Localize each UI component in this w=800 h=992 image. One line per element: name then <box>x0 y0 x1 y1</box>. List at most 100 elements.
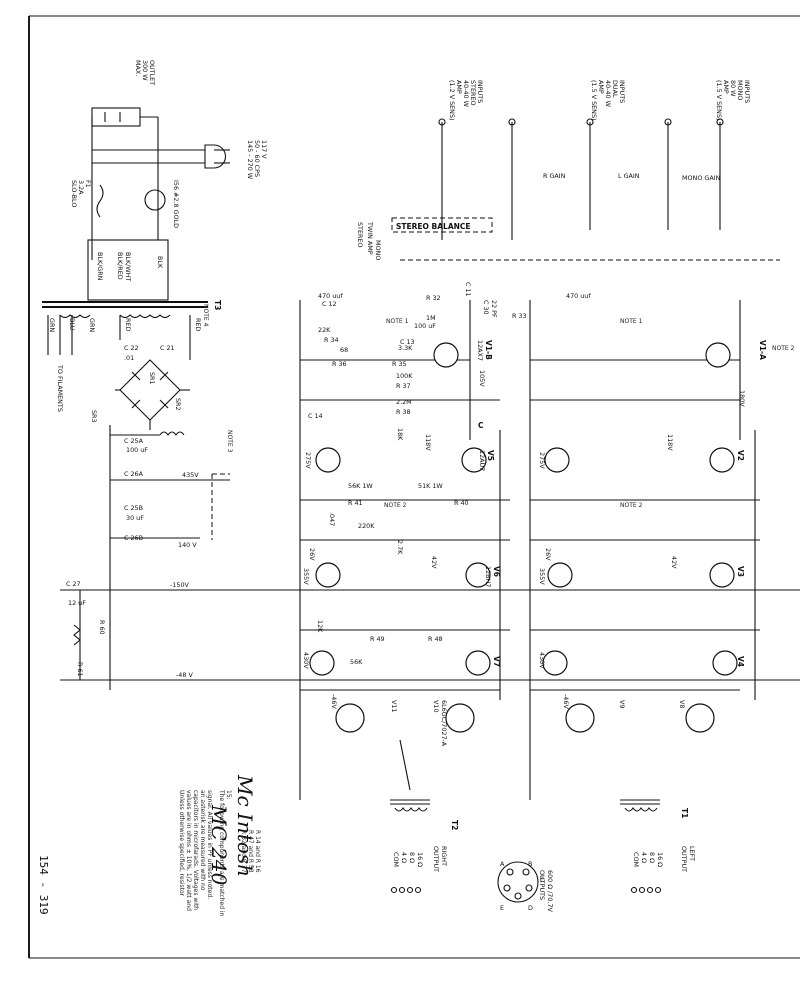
svg-text:40-40 W: 40-40 W <box>604 80 612 108</box>
cap-12uf: 12 uF <box>68 599 86 607</box>
handwritten-title-line2: MC 240 <box>207 804 231 886</box>
svg-text:8 Ω: 8 Ω <box>408 852 416 863</box>
v-355-right: 355V <box>302 568 310 585</box>
labels: 154 - 319 Mc Intosh MC 240 INPUTS STEREO… <box>37 60 795 917</box>
val-18k: 18K <box>396 428 404 441</box>
page-number: 154 - 319 <box>37 855 50 915</box>
r61: R 61 <box>76 662 84 677</box>
rectifier-sr1: SR1 <box>148 372 156 385</box>
power-input-section <box>87 107 230 301</box>
cap-30uf: 30 uF <box>126 514 144 522</box>
v-26-right: 26V <box>308 548 316 561</box>
filter-chain <box>60 425 800 690</box>
r40: R 40 <box>454 499 469 507</box>
tube-v10: V10 <box>432 700 440 713</box>
svg-text:B: B <box>528 860 532 868</box>
val-100k: 100K <box>396 372 413 380</box>
input-section <box>391 118 780 261</box>
right-channel-amp <box>299 300 510 812</box>
left-output-taps: 16 Ω 8 Ω 4 Ω COM <box>630 852 664 894</box>
l-gain-label: L GAIN <box>618 172 640 180</box>
svg-text:STEREO: STEREO <box>469 80 477 106</box>
svg-text:INPUTS: INPUTS <box>476 80 484 103</box>
tube-v9: V9 <box>618 700 626 708</box>
c26b: C 26B <box>124 534 143 542</box>
wire-blu: BLU <box>68 318 76 331</box>
cap-470-left: 470 uuf <box>566 292 591 300</box>
svg-text:COM: COM <box>392 852 400 867</box>
svg-text:INPUTS: INPUTS <box>743 80 751 103</box>
left-output-label: LEFT OUTPUT <box>680 846 696 872</box>
c12: C 12 <box>322 300 337 308</box>
outlet-label: OUTLET 300 W MAX. <box>134 60 156 85</box>
val-56k1w: 56K 1W <box>348 482 373 490</box>
svg-text:OUTPUT: OUTPUT <box>680 846 688 872</box>
c21: C 21 <box>160 344 175 352</box>
power-transformer-t3 <box>42 301 208 360</box>
v-105-right: 105V <box>478 370 486 387</box>
svg-text:4 Ω: 4 Ω <box>640 852 648 863</box>
val-220k: 220K <box>358 522 375 530</box>
svg-text:16 Ω: 16 Ω <box>416 852 424 867</box>
lamp-label: I56 #2.8 GOLD <box>172 180 180 228</box>
r36: R 36 <box>332 360 347 368</box>
svg-text:F1: F1 <box>84 180 92 188</box>
footnote: Unless otherwise specified, resistor val… <box>178 789 261 917</box>
tube-type-output: 6L6GC/7027-A <box>440 700 448 747</box>
val-22k: 22K <box>318 326 331 334</box>
wire-blk-red: BLK/RED <box>116 252 124 280</box>
v-275-left: 275V <box>538 452 546 469</box>
val-3-3k: 3.3K <box>398 344 413 352</box>
svg-text:LEFT: LEFT <box>688 846 696 861</box>
wire-red-2: RED <box>194 318 202 331</box>
output-socket <box>497 861 539 903</box>
note-1-right: NOTE 1 <box>386 318 409 325</box>
val-2-2m: 2.2M <box>396 398 412 406</box>
r35: R 35 <box>392 360 407 368</box>
mode-stereo: STEREO <box>356 222 364 248</box>
svg-text:INPUTS: INPUTS <box>618 80 626 103</box>
tube-v3: V3 <box>736 566 745 577</box>
c22: C 22 <box>124 344 139 352</box>
tube-type-12au7: 12AU7 <box>478 450 486 471</box>
tube-v6: V6 <box>492 566 501 577</box>
note-1-left: NOTE 1 <box>620 318 643 325</box>
c26a: C 26A <box>124 470 144 478</box>
fuse-label: F1 3.2A SLO-BLO <box>70 180 92 207</box>
tube-type-12ax7: 12AX7 <box>476 340 484 361</box>
note-3: NOTE 3 <box>226 430 233 453</box>
v-42-left: 42V <box>670 556 678 569</box>
r37: R 37 <box>396 382 411 390</box>
section-label-c: C <box>478 421 484 430</box>
r34: R 34 <box>324 336 339 344</box>
svg-text:capacitors in microfarads. Vol: capacitors in microfarads. Voltages with <box>192 790 199 910</box>
svg-text:300 W: 300 W <box>141 60 149 81</box>
v-26-left: 26V <box>544 548 552 561</box>
val-56k: 56K <box>350 658 363 666</box>
svg-text:an asterisk are measured with: an asterisk are measured with no <box>199 790 206 891</box>
note-2-rail: NOTE 2 <box>772 345 795 352</box>
tube-v4: V4 <box>736 656 745 667</box>
note-2-left: NOTE 2 <box>620 502 643 509</box>
wire-red-1: RED <box>124 318 132 331</box>
svg-text:600 Ω /70.7V: 600 Ω /70.7V <box>546 870 554 913</box>
cap-22pf: 22 PF <box>490 300 498 318</box>
supply-140v: 140 V <box>178 541 197 549</box>
transformer-t2-label: T2 <box>450 820 459 830</box>
transformer-t1-label: T1 <box>680 808 689 818</box>
svg-text:(1.2 V SENS): (1.2 V SENS) <box>448 80 456 121</box>
svg-text:AMP: AMP <box>597 80 605 94</box>
v-430-left: 430V <box>538 652 546 669</box>
rectifier-sr3: SR3 <box>90 410 98 423</box>
cap-01: .01 <box>124 354 134 362</box>
svg-text:values are in ohms ± 10%, 1/2: values are in ohms ± 10%, 1/2 watt and <box>185 790 192 911</box>
tube-type-12bh7: 12BH7 <box>484 566 492 587</box>
svg-text:OUTLET: OUTLET <box>148 60 156 85</box>
page-frame <box>28 15 800 959</box>
val-68: 68 <box>340 346 348 354</box>
svg-text:D: D <box>528 904 533 912</box>
svg-text:R 32 and R 37: R 32 and R 37 <box>240 830 247 873</box>
val-51k: 51K 1W <box>418 482 443 490</box>
v-275-right: 275V <box>304 452 312 469</box>
